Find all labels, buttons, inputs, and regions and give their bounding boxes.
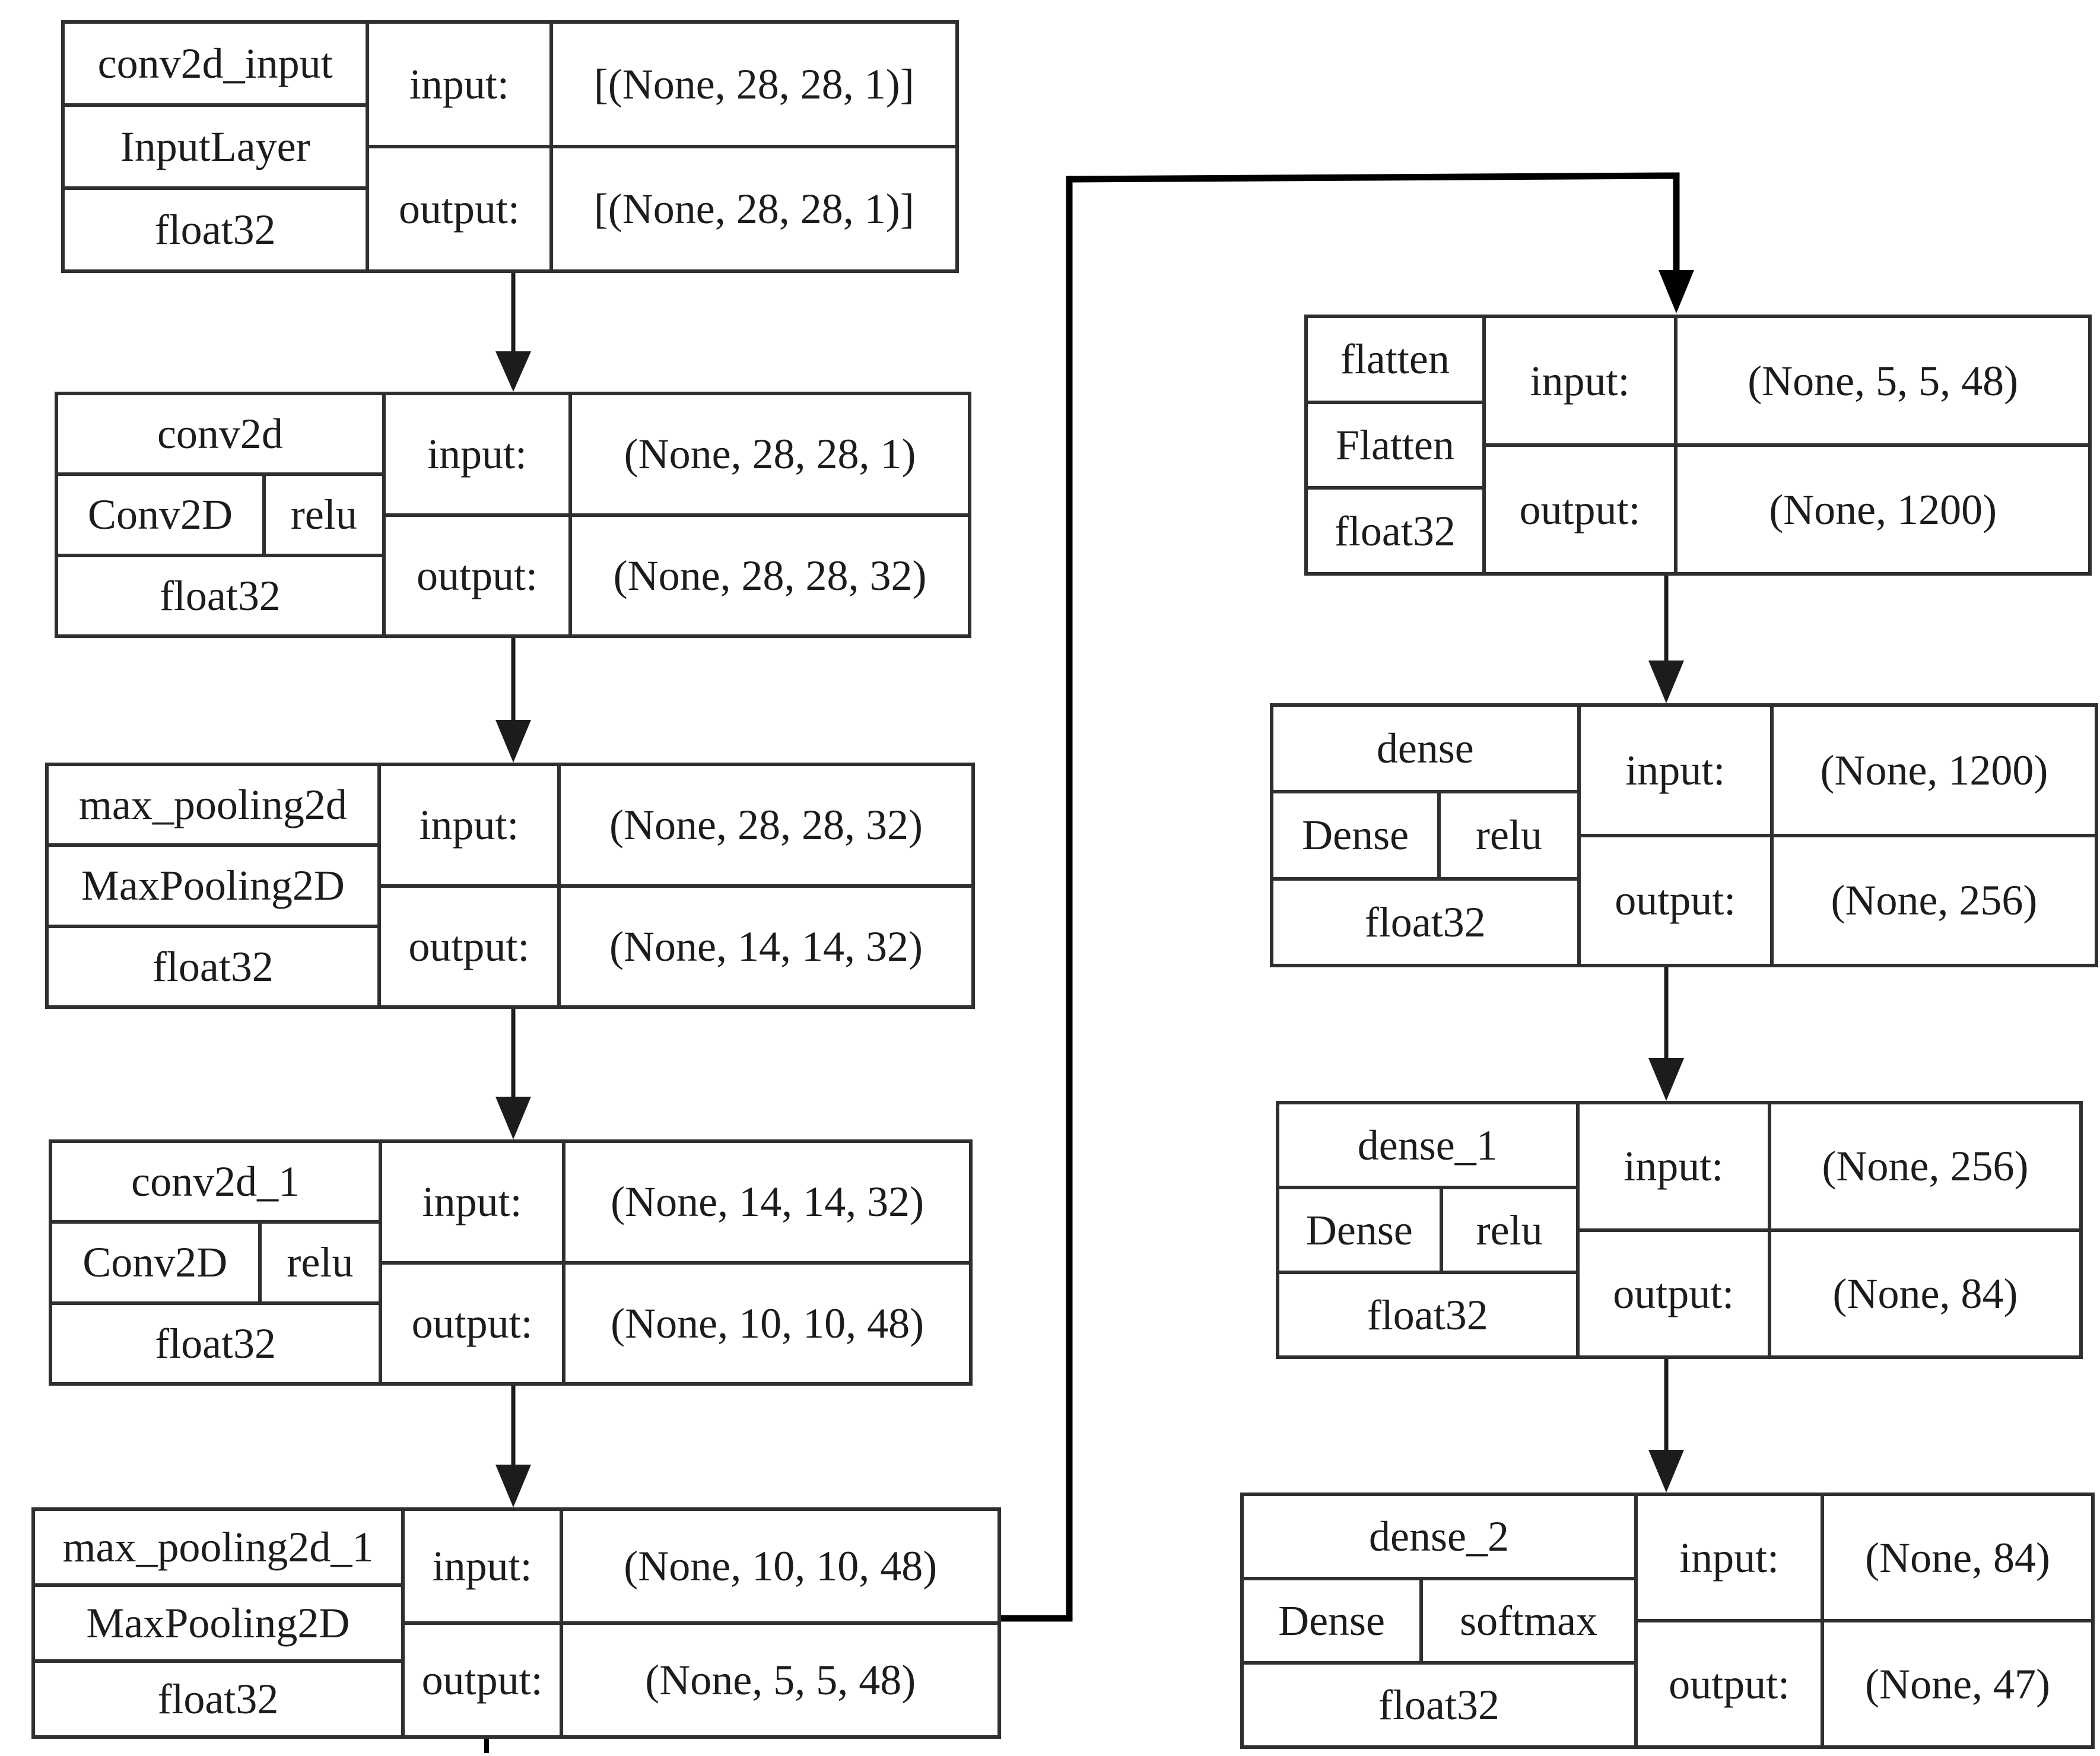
edge-max_pooling2d-conv2d_1 [495, 1009, 531, 1139]
input-shape: (None, 84) [1865, 1533, 2051, 1582]
output-shape: (None, 256) [1773, 833, 2095, 964]
layer-dtype: float32 [65, 186, 366, 269]
input-shape: (None, 256) [1822, 1142, 2029, 1190]
edge-dense-dense_1 [1648, 967, 1684, 1101]
input-label: input: [1530, 357, 1630, 405]
output-shape: (None, 1200) [1678, 443, 2088, 572]
layer-node-dense_1: dense_1 Dense relu float32 input: output… [1276, 1101, 2083, 1359]
edge-dense_1-dense_2 [1648, 1359, 1684, 1493]
arrow-down-icon [1659, 270, 1694, 313]
layer-class: Dense [1278, 1597, 1386, 1644]
arrow-down-icon [495, 351, 531, 392]
edge-flatten-dense [1648, 576, 1684, 703]
input-shape: (None, 28, 28, 1) [624, 430, 916, 478]
input-shape: (None, 28, 28, 32) [609, 801, 923, 849]
layer-dtype: float32 [1308, 486, 1482, 572]
layer-dtype: float32 [1279, 1271, 1576, 1355]
layer-name: dense_2 [1369, 1513, 1509, 1560]
layer-class: Conv2D [82, 1239, 228, 1287]
layer-node-flatten: flatten Flatten float32 input: output: (… [1304, 315, 2092, 576]
output-label: output: [369, 145, 549, 269]
output-label: output: [382, 1260, 563, 1383]
layer-class: Dense [1305, 1206, 1413, 1254]
layer-name: conv2d_1 [131, 1158, 300, 1206]
input-shape: (None, 14, 14, 32) [611, 1178, 924, 1226]
layer-dtype: float32 [35, 1659, 401, 1735]
output-shape: (None, 5, 5, 48) [563, 1621, 997, 1735]
layer-class: Conv2D [87, 491, 233, 539]
output-label: output: [380, 884, 558, 1006]
layer-node-conv2d_input: conv2d_input InputLayer float32 input: o… [61, 20, 959, 273]
layer-class: MaxPooling2D [35, 1583, 401, 1659]
layer-class: MaxPooling2D [49, 843, 377, 924]
layer-activation: relu [1439, 1189, 1576, 1271]
output-shape: [(None, 28, 28, 1)] [552, 145, 955, 269]
layer-activation: relu [258, 1224, 379, 1301]
input-label: input: [427, 430, 527, 478]
input-label: input: [422, 1178, 522, 1226]
input-shape: (None, 10, 10, 48) [624, 1542, 938, 1590]
output-label: output: [404, 1621, 560, 1735]
layer-node-conv2d: conv2d Conv2D relu float32 input: output… [55, 392, 971, 638]
output-label: output: [1638, 1619, 1821, 1745]
layer-class: Flatten [1308, 400, 1482, 487]
layer-class: Dense [1302, 811, 1409, 859]
input-label: input: [409, 61, 509, 108]
input-shape: [(None, 28, 28, 1)] [593, 61, 914, 108]
layer-activation: softmax [1419, 1580, 1634, 1661]
output-label: output: [1579, 1228, 1768, 1356]
layer-node-max_pooling2d_1: max_pooling2d_1 MaxPooling2D float32 inp… [31, 1507, 1001, 1739]
layer-name: dense [1376, 725, 1474, 773]
layer-node-conv2d_1: conv2d_1 Conv2D relu float32 input: outp… [49, 1139, 973, 1386]
layer-class: InputLayer [65, 103, 366, 186]
layer-node-dense: dense Dense relu float32 input: output: … [1270, 703, 2098, 967]
input-label: input: [1625, 746, 1726, 794]
arrow-down-icon [495, 720, 531, 763]
edge-conv2d_input-conv2d [495, 273, 531, 392]
arrow-down-icon [1648, 1058, 1684, 1101]
arrow-down-icon [495, 1097, 531, 1139]
output-shape: (None, 84) [1771, 1228, 2079, 1356]
input-label: input: [1624, 1142, 1724, 1190]
output-label: output: [1485, 443, 1675, 572]
input-label: input: [1679, 1533, 1780, 1582]
layer-name: conv2d [157, 410, 283, 458]
edge-conv2d-max_pooling2d [495, 638, 531, 763]
input-shape: (None, 5, 5, 48) [1748, 357, 2019, 405]
layer-name: max_pooling2d [78, 781, 347, 829]
edge-conv2d_1-max_pooling2d_1 [495, 1386, 531, 1507]
output-shape: (None, 28, 28, 32) [572, 513, 968, 635]
output-label: output: [385, 513, 569, 635]
layer-name: max_pooling2d_1 [62, 1523, 374, 1571]
layer-dtype: float32 [58, 553, 382, 634]
layer-activation: relu [262, 476, 382, 554]
output-shape: (None, 10, 10, 48) [565, 1260, 969, 1383]
output-shape: (None, 47) [1824, 1619, 2091, 1745]
arrow-down-icon [495, 1465, 531, 1507]
arrow-down-icon [1648, 1450, 1684, 1493]
input-shape: (None, 1200) [1820, 746, 2048, 794]
layer-node-dense_2: dense_2 Dense softmax float32 input: out… [1240, 1493, 2095, 1749]
layer-name: flatten [1340, 335, 1450, 383]
output-label: output: [1580, 833, 1770, 964]
layer-node-max_pooling2d: max_pooling2d MaxPooling2D float32 input… [45, 763, 975, 1009]
layer-name: conv2d_input [97, 40, 333, 87]
output-shape: (None, 14, 14, 32) [561, 884, 971, 1006]
layer-dtype: float32 [1244, 1661, 1635, 1745]
input-label: input: [419, 801, 519, 849]
arrow-down-icon [1648, 661, 1684, 703]
layer-dtype: float32 [52, 1301, 379, 1382]
layer-dtype: float32 [49, 924, 377, 1005]
layer-dtype: float32 [1273, 877, 1577, 964]
layer-name: dense_1 [1357, 1121, 1498, 1169]
input-label: input: [432, 1542, 532, 1590]
layer-activation: relu [1437, 793, 1577, 877]
